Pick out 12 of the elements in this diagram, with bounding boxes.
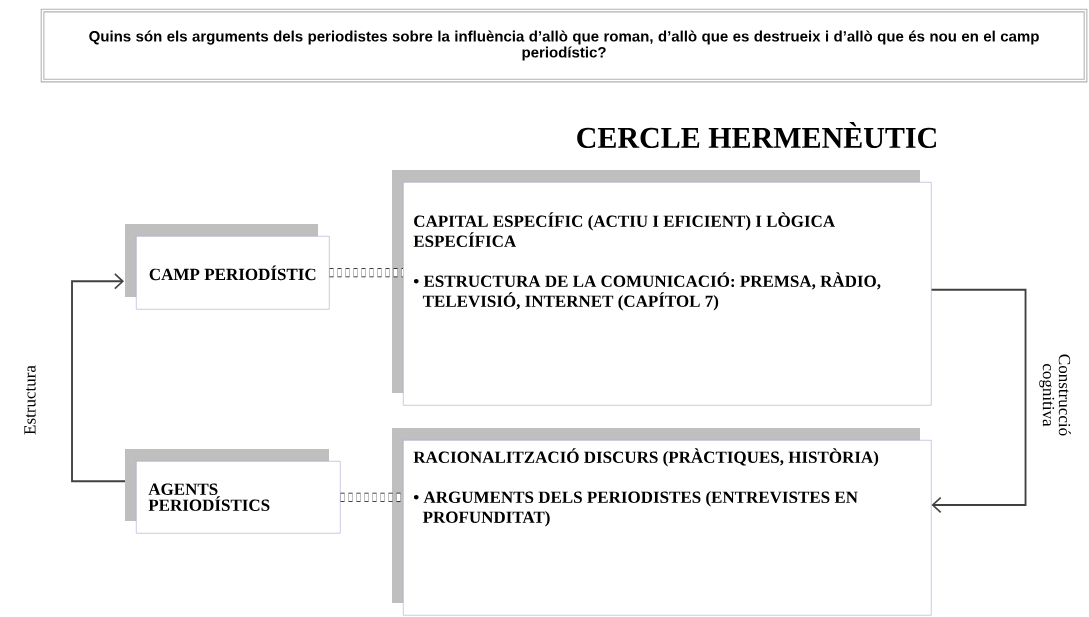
edge-label: Construcció cognitiva [1039,354,1071,436]
concept-box: AGENTS PERIODÍSTICS [125,449,341,534]
dashed-connector [329,268,403,278]
arrow [930,288,1027,514]
diagram-title: CERCLE HERMENÈUTIC [577,122,936,148]
dashed-connector [340,492,403,502]
edge-label: Estructura [24,365,36,435]
question-box: Quins són els arguments dels periodistes sobre la influència d’allò que roman, d’allò que es destrueix i d’allò que és nou en el camp periodístic? [40,8,1088,83]
content-box: CAPITAL ESPECÍFIC (ACTIU I EFICIENT) I LÒGICA ESPECÍFICA • ESTRUCTURA DE LA COMUNICACIÓ: PREMSA, RÀDIO, TELEVISIÓ, INTERNET (CAPÍTOL 7) [392,170,932,406]
arrow [71,273,126,483]
concept-box: CAMP PERIODÍSTIC [125,224,330,310]
content-box: RACIONALITZACIÓ DISCURS (PRÀCTIQUES, HISTÒRIA) • ARGUMENTS DELS PERIODISTES (ENTREVISTES EN PROFUNDITAT) [392,428,932,616]
